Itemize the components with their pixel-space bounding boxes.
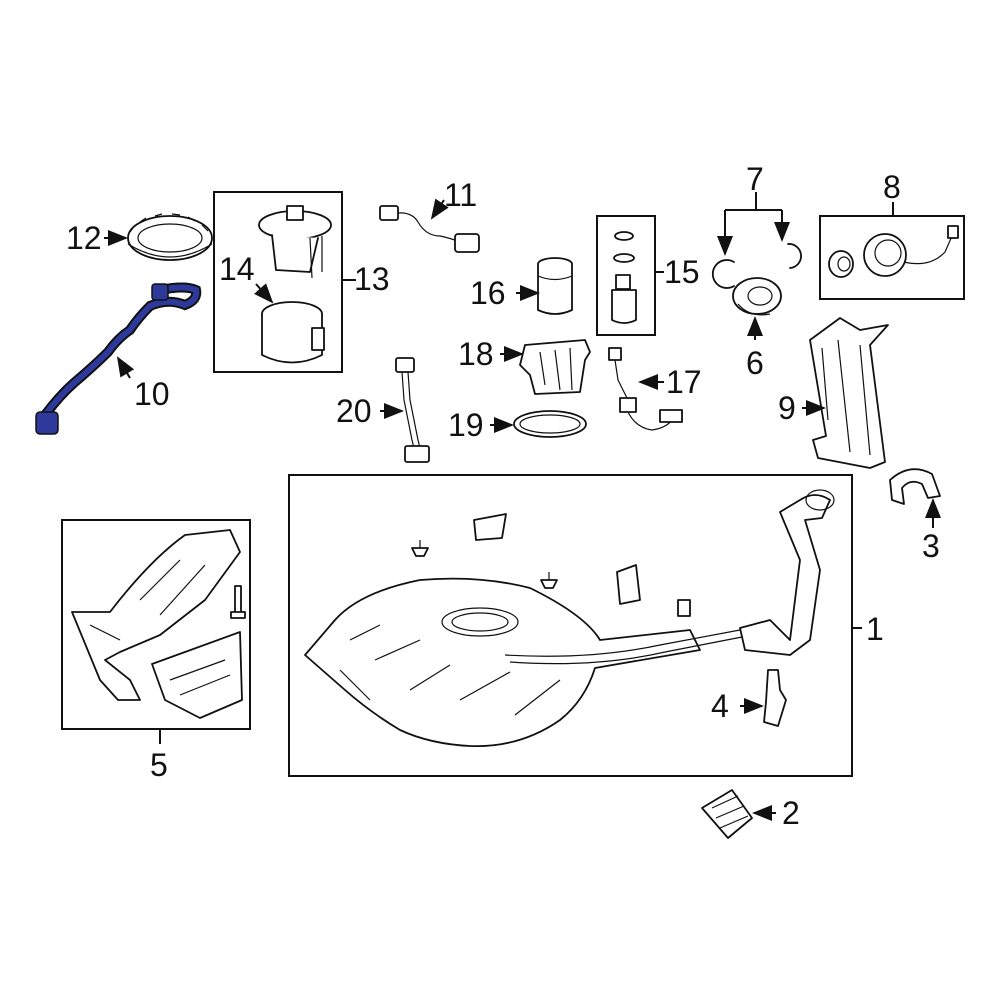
part-8-fuel-cap[interactable] [828,225,959,278]
part-7-clips[interactable] [711,243,802,289]
part-18-housing[interactable] [519,339,591,395]
part-3-clamp[interactable] [889,468,941,505]
part-17-harness[interactable] [608,347,683,431]
callout-19: 19 [448,407,484,443]
part-20-harness[interactable] [395,357,430,463]
callout-2: 2 [782,795,800,831]
part-6-boot[interactable] [732,277,782,316]
part-2-grommet[interactable] [701,789,753,839]
callout-3: 3 [922,528,940,564]
callout-14: 14 [219,251,255,287]
box-5 [61,519,251,730]
leader-11 [430,198,449,220]
part-13-pump-assembly[interactable] [258,205,332,279]
box-13 [213,191,343,373]
callout-18: 18 [458,336,494,372]
box-15 [596,215,656,336]
callout-20: 20 [336,393,372,429]
box-1 [288,474,853,777]
part-1-fuel-tank[interactable] [304,489,835,747]
callout-15: 15 [664,254,700,290]
part-11-wire-harness[interactable] [379,205,480,253]
callout-6: 6 [746,345,764,381]
part-12-lock-ring[interactable] [127,213,213,261]
callout-9: 9 [778,390,796,426]
callout-12: 12 [66,220,102,256]
part-14-fuel-filter[interactable] [261,301,325,364]
callout-17: 17 [666,364,702,400]
part-10-fuel-hose[interactable] [35,282,202,435]
part-4-clip[interactable] [763,669,787,727]
leader-10 [116,356,135,379]
part-16-filter-cartridge[interactable] [537,257,573,315]
callout-8: 8 [883,169,901,205]
part-15-seal-kit[interactable] [611,231,637,324]
leader-14 [254,283,274,304]
callout-1: 1 [866,611,884,647]
part-9-filler-shield[interactable] [809,317,889,469]
callout-11: 11 [444,177,477,213]
callout-5: 5 [150,747,168,783]
part-19-o-ring[interactable] [513,410,587,438]
callout-7: 7 [746,161,764,197]
callout-13: 13 [354,261,390,297]
callout-16: 16 [470,275,506,311]
callout-4: 4 [711,688,729,724]
callout-10: 10 [134,376,170,412]
part-5-heat-shield[interactable] [71,529,246,719]
